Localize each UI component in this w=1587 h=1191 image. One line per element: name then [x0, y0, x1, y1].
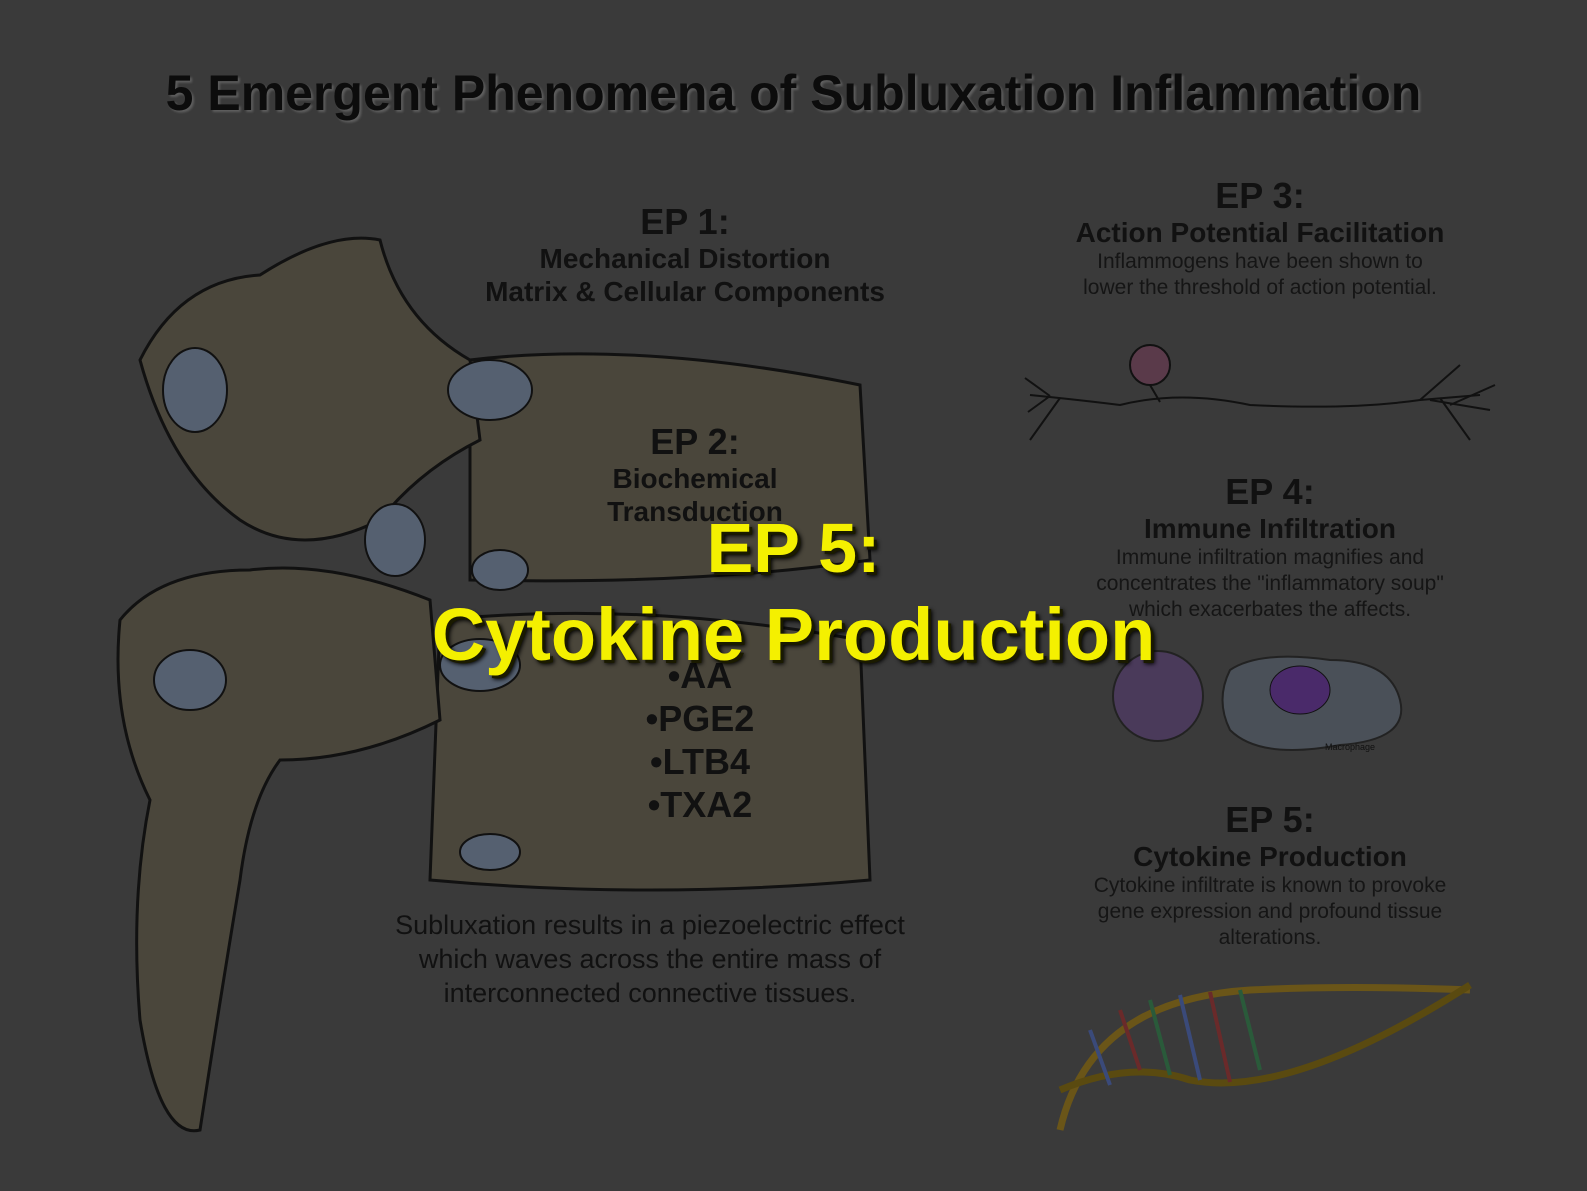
ep1-line2: Matrix & Cellular Components	[485, 276, 885, 307]
ep3-desc1: Inflammogens have been shown to	[1097, 250, 1423, 273]
ep1-block: EP 1: Mechanical Distortion Matrix & Cel…	[465, 202, 905, 308]
dna-helix-illustration	[1056, 982, 1472, 1131]
ep5-heading: EP 5:	[1225, 799, 1315, 840]
facet-joint	[162, 347, 228, 433]
ep4-desc3: which exacerbates the affects.	[1128, 598, 1412, 621]
upper-vertebral-body	[468, 352, 872, 583]
ep1-line1: Mechanical Distortion	[539, 243, 831, 274]
ep3-desc2: lower the threshold of action potential.	[1083, 276, 1437, 299]
macrophage-label: Macrophage	[1324, 742, 1376, 752]
facet-joint	[471, 549, 529, 591]
ep2-bullet: •AA	[667, 655, 733, 696]
ep5-desc3: alterations.	[1218, 926, 1322, 949]
piezo-paragraph: Subluxation results in a piezoelectric e…	[340, 908, 960, 1010]
piezo-line2: which waves across the entire mass of	[418, 944, 882, 974]
ep4-block: EP 4: Immune Infiltration Immune infiltr…	[1040, 472, 1500, 623]
facet-joint	[439, 638, 521, 692]
ep2-heading: EP 2:	[650, 421, 740, 462]
neuron-illustration	[1024, 344, 1496, 441]
ep2-bullet-list: •AA •PGE2 •LTB4 •TXA2	[590, 654, 810, 826]
ep2-line2: Transduction	[607, 496, 783, 527]
ep3-block: EP 3: Action Potential Facilitation Infl…	[1030, 176, 1490, 301]
ep5-block: EP 5: Cytokine Production Cytokine infil…	[1040, 800, 1500, 951]
piezo-line3: interconnected connective tissues.	[443, 978, 857, 1008]
ep2-block: EP 2: Biochemical Transduction	[555, 422, 835, 528]
ep4-heading: EP 4:	[1225, 471, 1315, 512]
ep2-bullet: •PGE2	[645, 698, 755, 739]
ep5-subtitle: Cytokine Production	[1133, 841, 1407, 872]
facet-joint	[459, 833, 521, 871]
ep4-desc1: Immune infiltration magnifies and	[1115, 546, 1425, 569]
immune-cells-illustration	[1112, 650, 1403, 751]
ep3-heading: EP 3:	[1215, 175, 1305, 216]
ep5-desc2: gene expression and profound tissue	[1097, 900, 1443, 923]
ep2-bullet: •LTB4	[650, 741, 750, 782]
slide-title: 5 Emergent Phenomena of Subluxation Infl…	[165, 65, 1422, 121]
ep1-heading: EP 1:	[640, 201, 730, 242]
facet-joint	[447, 359, 533, 421]
upper-posterior-process	[138, 236, 482, 542]
ep4-subtitle: Immune Infiltration	[1144, 513, 1396, 544]
ep2-bullet: •TXA2	[647, 784, 753, 825]
facet-joint	[153, 649, 227, 711]
ep2-line1: Biochemical	[612, 463, 778, 494]
ep5-desc1: Cytokine infiltrate is known to provoke	[1093, 874, 1447, 897]
ep4-desc2: concentrates the "inflammatory soup"	[1096, 572, 1444, 595]
piezo-line1: Subluxation results in a piezoelectric e…	[395, 910, 905, 940]
overlay-heading: EP 5:	[706, 509, 881, 587]
lower-vertebral-body	[428, 611, 872, 892]
ep3-subtitle: Action Potential Facilitation	[1075, 217, 1445, 248]
facet-joint	[364, 503, 426, 577]
overlay-subtitle: Cytokine Production	[431, 593, 1156, 676]
